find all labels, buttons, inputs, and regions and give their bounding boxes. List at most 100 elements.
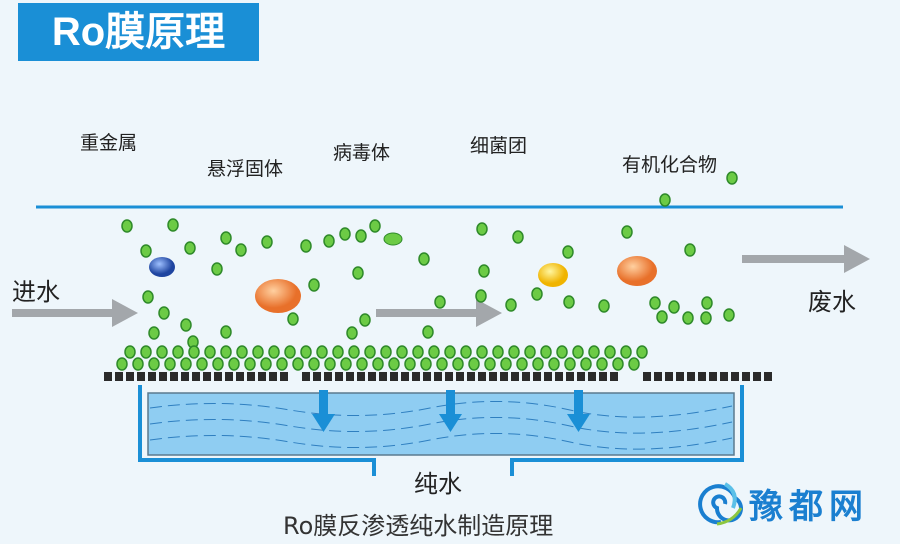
membrane-pore — [687, 372, 695, 381]
particle — [355, 229, 367, 243]
particle — [369, 219, 381, 233]
page-title: Ro膜原理 — [18, 3, 259, 61]
membrane-pore — [126, 372, 134, 381]
membrane-pore — [401, 372, 409, 381]
particle — [512, 230, 524, 244]
particle — [140, 345, 152, 359]
heavy-metal-particle — [149, 257, 175, 277]
membrane-pore — [478, 372, 486, 381]
particle — [562, 245, 574, 259]
particle — [726, 171, 738, 185]
caption: Ro膜反渗透纯水制造原理 — [283, 512, 554, 540]
particle — [142, 290, 154, 304]
particle — [167, 218, 179, 232]
particle — [540, 345, 552, 359]
particle — [148, 326, 160, 340]
particle — [156, 345, 168, 359]
label-bacteria: 细菌团 — [470, 135, 528, 157]
particle — [380, 345, 392, 359]
particle — [556, 345, 568, 359]
particle — [564, 357, 576, 371]
particle — [434, 295, 446, 309]
membrane-pore — [456, 372, 464, 381]
particle — [158, 306, 170, 320]
particle — [220, 325, 232, 339]
membrane-pore — [269, 372, 277, 381]
particle — [124, 345, 136, 359]
membrane-pore — [137, 372, 145, 381]
particle — [212, 357, 224, 371]
particle — [420, 357, 432, 371]
suspended-solid-particle — [255, 279, 301, 313]
particle — [444, 345, 456, 359]
particle — [140, 244, 152, 258]
particle — [180, 357, 192, 371]
membrane-pore — [170, 372, 178, 381]
particle — [723, 308, 735, 322]
particle — [436, 357, 448, 371]
particle — [516, 357, 528, 371]
membrane-pore — [423, 372, 431, 381]
particle — [563, 295, 575, 309]
waste-arrow-shaft — [742, 255, 844, 263]
membrane-pore — [588, 372, 596, 381]
membrane-pore — [566, 372, 574, 381]
particle — [356, 357, 368, 371]
waste-arrow-head — [844, 245, 870, 273]
particle — [572, 345, 584, 359]
membrane-pore — [104, 372, 112, 381]
particle — [684, 243, 696, 257]
inlet-arrow-head — [112, 299, 138, 327]
logo: 豫都网 — [695, 478, 869, 528]
particle — [164, 357, 176, 371]
particle — [524, 345, 536, 359]
membrane-pore — [577, 372, 585, 381]
particle — [324, 357, 336, 371]
particle — [323, 234, 335, 248]
particle — [284, 345, 296, 359]
particle — [604, 345, 616, 359]
water-waves — [149, 401, 733, 450]
particle — [300, 345, 312, 359]
membrane-pore — [236, 372, 244, 381]
particle — [292, 357, 304, 371]
membrane-pore — [247, 372, 255, 381]
particles — [116, 171, 738, 371]
particle — [116, 357, 128, 371]
label-suspended-solids: 悬浮固体 — [207, 158, 284, 180]
label-organic: 有机化合物 — [622, 154, 718, 176]
particle — [204, 345, 216, 359]
particle — [228, 357, 240, 371]
membrane-pore — [258, 372, 266, 381]
membrane-pore — [643, 372, 651, 381]
virus-particle — [383, 232, 403, 246]
membrane-pore — [445, 372, 453, 381]
particle — [396, 345, 408, 359]
particle — [580, 357, 592, 371]
particle — [588, 345, 600, 359]
particle — [460, 345, 472, 359]
particle — [184, 241, 196, 255]
membrane-pore — [522, 372, 530, 381]
particle — [508, 345, 520, 359]
particle — [308, 357, 320, 371]
membrane — [104, 372, 772, 381]
particle — [287, 312, 299, 326]
membrane-pore — [544, 372, 552, 381]
membrane-pore — [467, 372, 475, 381]
particle — [148, 357, 160, 371]
particle — [548, 357, 560, 371]
membrane-pore — [412, 372, 420, 381]
particle — [649, 296, 661, 310]
membrane-pore — [720, 372, 728, 381]
membrane-pore — [610, 372, 618, 381]
mid-arrow-head — [476, 299, 502, 327]
membrane-pore — [115, 372, 123, 381]
particle — [261, 235, 273, 249]
membrane-pore — [192, 372, 200, 381]
membrane-pore — [302, 372, 310, 381]
membrane-pore — [533, 372, 541, 381]
particle — [596, 357, 608, 371]
label-pure-water: 纯水 — [414, 470, 462, 498]
